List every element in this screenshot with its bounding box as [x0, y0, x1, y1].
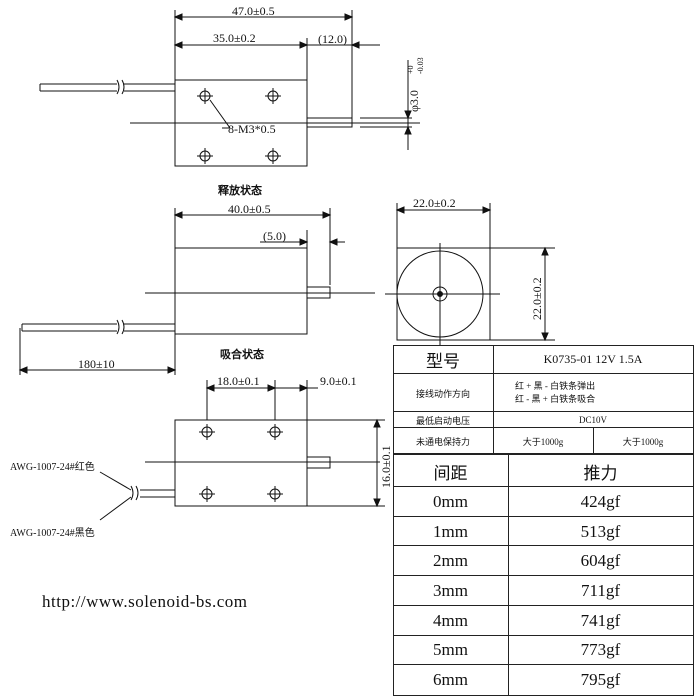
holding-label: 未通电保持力: [415, 436, 470, 447]
model-label: 型号: [426, 351, 460, 371]
force-row: 4mm 741gf: [393, 604, 693, 636]
spec-row-direction: 接线动作方向 红 + 黑 - 白铁条弹出 红 - 黑 + 白铁条吸合: [393, 373, 693, 412]
dim-end-height: 22.0±0.2: [530, 277, 544, 320]
spec-row-model: 型号 K0735-01 12V 1.5A: [393, 345, 693, 373]
dim-shaft-tol-upper: +0: [406, 65, 415, 74]
force-row-distance: 5mm: [433, 640, 468, 660]
dim-40: 40.0±0.5: [228, 202, 271, 216]
direction-line-2: 红 - 黑 + 白铁条吸合: [515, 394, 596, 404]
force-row-distance: 0mm: [433, 491, 468, 511]
force-row: 1mm 513gf: [393, 515, 693, 547]
force-row-distance: 3mm: [433, 580, 468, 600]
force-row-force: 773gf: [580, 640, 621, 660]
holding-value-2: 大于1000g: [622, 436, 664, 447]
screw-spec-label: 8-M3*0.5: [228, 122, 276, 136]
dim-18: 18.0±0.1: [217, 374, 260, 388]
wire-red-label: AWG-1007-24#红色: [10, 460, 95, 473]
dim-180: 180±10: [78, 357, 115, 371]
min-voltage-label: 最低启动电压: [415, 415, 470, 426]
screw-holes-bottom: [199, 424, 283, 502]
screw-holes-top: [197, 88, 281, 164]
dim-12: (12.0): [318, 32, 347, 46]
bottom-view: [99, 380, 385, 521]
force-row: 5mm 773gf: [393, 634, 693, 666]
bottom-view-body: [174, 419, 308, 507]
spec-table: 型号 K0735-01 12V 1.5A 接线动作方向 红 + 黑 - 白铁条弹…: [393, 345, 694, 696]
force-row: 3mm 711gf: [393, 575, 693, 606]
holding-value-1: 大于1000g: [522, 436, 564, 447]
force-row-force: 711gf: [580, 580, 621, 600]
dim-9: 9.0±0.1: [320, 374, 357, 388]
force-row: 0mm 424gf: [393, 486, 693, 517]
force-row-force: 513gf: [580, 521, 621, 541]
force-row: 6mm 795gf: [393, 664, 693, 695]
force-header-row: 间距 推力: [393, 453, 693, 488]
model-value: K0735-01 12V 1.5A: [543, 351, 643, 366]
force-row: 2mm 604gf: [393, 545, 693, 577]
force-row-force: 424gf: [580, 491, 621, 511]
force-row-distance: 4mm: [433, 610, 468, 630]
dim-35: 35.0±0.2: [213, 31, 256, 45]
force-row-force: 795gf: [580, 670, 621, 690]
spec-row-min-voltage: 最低启动电压 DC10V: [393, 411, 693, 428]
force-row-distance: 6mm: [433, 670, 468, 690]
middle-view-caption: 吸合状态: [220, 347, 264, 361]
middle-view: [18, 208, 375, 375]
end-view: [385, 203, 555, 345]
wire-black-label: AWG-1007-24#黑色: [10, 526, 95, 539]
dim-47: 47.0±0.5: [232, 4, 275, 18]
dim-16: 16.0±0.1: [379, 445, 393, 488]
dim-shaft-tol-lower: -0.03: [416, 57, 425, 74]
force-row-force: 604gf: [580, 551, 621, 571]
dim-end-width: 22.0±0.2: [413, 196, 456, 210]
force-row-distance: 1mm: [433, 521, 468, 541]
watermark-url: http://www.solenoid-bs.com: [42, 592, 248, 611]
dim-shaft-dia: φ3.0: [407, 90, 421, 112]
dim-5: (5.0): [263, 229, 286, 243]
col-distance-header: 间距: [433, 464, 468, 483]
top-view: [39, 10, 420, 167]
spec-row-holding: 未通电保持力 大于1000g 大于1000g: [393, 427, 693, 454]
top-view-caption: 释放状态: [218, 183, 262, 197]
col-force-header: 推力: [583, 464, 618, 483]
force-row-distance: 2mm: [433, 551, 468, 571]
min-voltage-value: DC10V: [578, 415, 607, 425]
direction-label: 接线动作方向: [415, 388, 470, 399]
force-row-force: 741gf: [580, 610, 621, 630]
middle-view-body: [174, 247, 308, 335]
direction-line-1: 红 + 黑 - 白铁条弹出: [515, 381, 596, 391]
